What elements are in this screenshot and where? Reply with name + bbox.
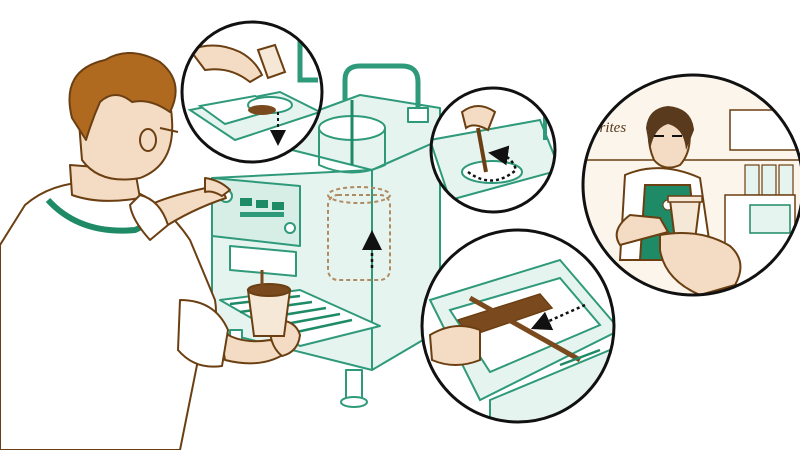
barista-serving-inset: orites bbox=[581, 73, 800, 297]
brew-button bbox=[240, 198, 252, 206]
coffee-cup bbox=[246, 270, 292, 337]
stirring-inset bbox=[429, 86, 557, 214]
strength-button bbox=[272, 202, 284, 210]
customer-person bbox=[0, 52, 301, 450]
pouring-grounds-inset bbox=[180, 20, 324, 164]
scraping-filter-inset bbox=[420, 228, 616, 424]
size-button bbox=[256, 200, 268, 208]
left-arrow-icon bbox=[530, 303, 586, 331]
